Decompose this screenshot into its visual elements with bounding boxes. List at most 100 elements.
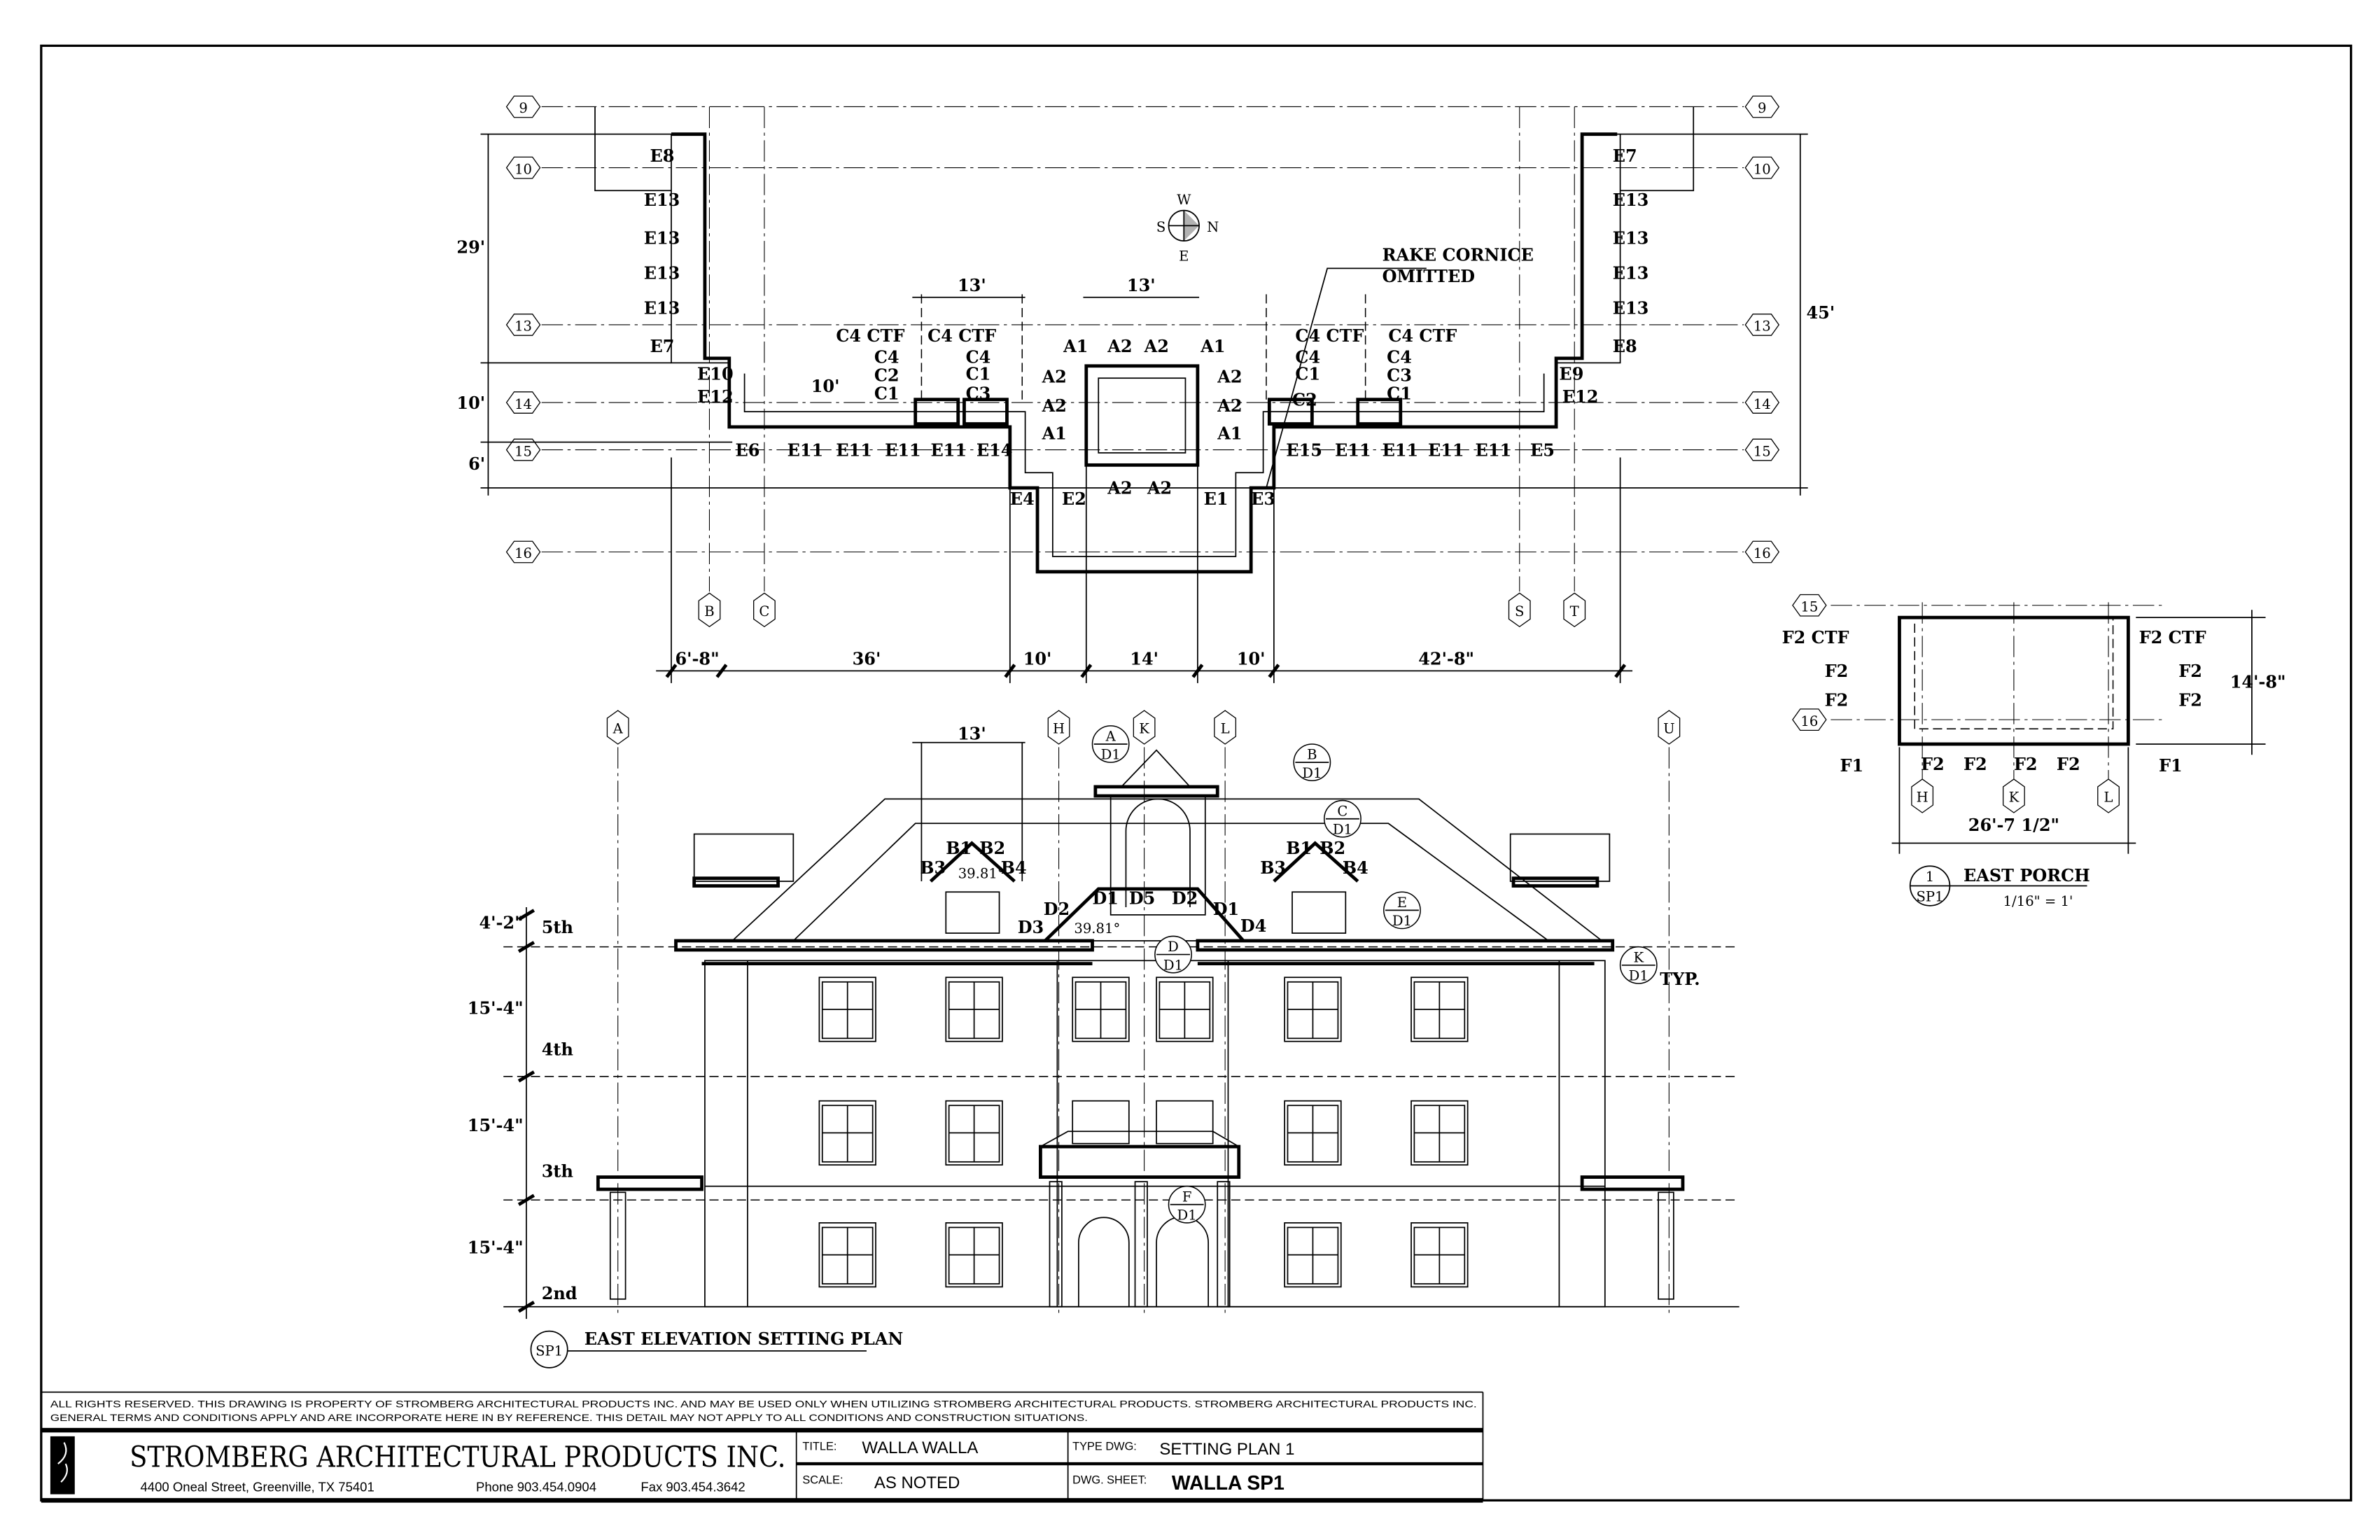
floor-label: 4th <box>542 1040 573 1059</box>
grid-bubble-icon <box>1744 391 1780 414</box>
detail-callout-tag[interactable]: B D1 <box>1293 743 1331 782</box>
main-cornice-left <box>674 939 1094 952</box>
piece-label-e: E11 <box>1476 440 1512 460</box>
dimension-left: 29' <box>456 238 485 258</box>
grid-bubble-icon <box>505 314 541 336</box>
window <box>945 976 1003 1042</box>
grid-row-bubble-left: 14 <box>505 391 541 414</box>
dimension-bottom: 36' <box>853 650 881 669</box>
scale-label: SCALE: <box>802 1474 843 1486</box>
grid-bubble-icon <box>698 592 721 628</box>
piece-label-c: C4 CTF <box>1295 326 1364 346</box>
dormer-gable-right <box>1273 841 1359 883</box>
grid-row-bubble-right-label: 10 <box>1754 161 1771 177</box>
grid-row-bubble-left: 10 <box>505 156 541 179</box>
porch-grid-bubble: 16 <box>1792 708 1827 732</box>
grid-col-bubble: B <box>698 592 721 628</box>
grid-row-bubble-right-label: 15 <box>1754 443 1771 459</box>
north-arrow <box>1168 209 1200 242</box>
dimension-top: 13' <box>958 724 986 743</box>
piece-label-d: D1 <box>1213 899 1239 919</box>
detail-callout-tag[interactable]: CD1 <box>1324 799 1362 838</box>
detail-callout-tag[interactable]: DD1 <box>1154 935 1192 974</box>
piece-label-e: E2 <box>1062 489 1086 509</box>
grid-bubble-icon <box>1133 710 1156 745</box>
roof <box>730 798 1604 941</box>
detail-tag-sheet: D1 <box>1392 913 1412 929</box>
piece-label-f: F2 <box>2057 755 2080 774</box>
grid-bubble-icon <box>1744 95 1780 118</box>
sheet-value: WALLA SP1 <box>1172 1472 1284 1494</box>
grid-bubble-icon <box>505 438 541 461</box>
detail-callout-tag[interactable]: AD1 <box>1091 725 1130 763</box>
piece-label-f: F2 <box>1921 755 1945 774</box>
grid-row-bubble-right-label: 14 <box>1754 396 1771 412</box>
piece-label-c: C1 <box>874 384 899 404</box>
detail-tag-letter: B <box>1307 747 1317 763</box>
detail-callout-tag[interactable]: KD1 <box>1619 946 1658 984</box>
grid-row-bubble-right: 16 <box>1744 540 1780 564</box>
piece-label-b: B4 <box>1343 858 1368 878</box>
piece-label-e: E11 <box>836 440 872 460</box>
floor-dimension: 15'-4" <box>468 999 524 1018</box>
piece-label-c: C4 CTF <box>1388 326 1457 346</box>
window <box>818 1100 876 1166</box>
piece-label-e: E11 <box>1428 440 1464 460</box>
compass-w: W <box>1177 192 1191 208</box>
grid-row-bubble-right: 10 <box>1744 156 1780 179</box>
detail-callout-tag[interactable]: FD1 <box>1168 1185 1206 1224</box>
porch-grid-bubble-label: H <box>1917 790 1928 806</box>
piece-label-f: F2 CTF <box>2139 628 2206 648</box>
grid-bubble-icon <box>505 540 541 564</box>
company-name: STROMBERG ARCHITECTURAL PRODUCTS INC. <box>130 1440 785 1474</box>
piece-label-c: C4 CTF <box>836 326 904 346</box>
piece-label-e: E5 <box>1530 440 1555 460</box>
porch-grid-bubble-label: 16 <box>1800 713 1818 729</box>
elevation-grid-bubble-label: K <box>1139 721 1149 737</box>
entry-porch-roof <box>1039 1144 1241 1179</box>
piece-label-e: E13 <box>1613 264 1649 284</box>
central-bay <box>1084 364 1200 467</box>
typical-note: TYP. <box>1660 969 1700 989</box>
dimension-top: 13' <box>958 276 986 295</box>
elevation-grid-bubble: U <box>1658 710 1681 745</box>
piece-label-a: A1 <box>1042 424 1067 443</box>
window <box>945 1100 1003 1166</box>
floor-label: 2nd <box>542 1284 578 1303</box>
piece-label-f: F2 <box>1825 691 1849 710</box>
piece-label-f: F2 <box>2178 691 2202 710</box>
piece-label-e: E11 <box>885 440 921 460</box>
detail-tag-sheet: D1 <box>1302 765 1322 781</box>
piece-label-a: A1 <box>1063 337 1088 356</box>
piece-label-c: C3 <box>966 384 991 404</box>
detail-callout-tag[interactable]: ED1 <box>1383 891 1421 930</box>
elevation-grid-bubble-label: L <box>1221 721 1230 737</box>
piece-label-e: E13 <box>644 299 680 318</box>
piece-label-e: E13 <box>1613 190 1649 210</box>
compass-e: E <box>1179 248 1189 264</box>
grid-row-bubble-left: 16 <box>505 540 541 564</box>
piece-label-a: A2 <box>1107 479 1132 498</box>
window <box>1156 1100 1214 1144</box>
grid-row-bubble-left-label: 9 <box>519 100 527 116</box>
detail-tag-letter: K <box>1633 949 1644 965</box>
piece-label-a: A2 <box>1042 368 1067 387</box>
window <box>818 1222 876 1288</box>
elevation-grid-bubble: A <box>606 710 629 745</box>
angle-label: 39.81° <box>1074 920 1120 937</box>
piece-label-e: E13 <box>644 264 680 284</box>
copyright-note-2: GENERAL TERMS AND CONDITIONS APPLY AND A… <box>50 1413 1088 1423</box>
piece-label-e: E12 <box>1562 387 1599 407</box>
piece-label-b: B3 <box>1260 858 1286 878</box>
piece-label-e: E15 <box>1286 440 1322 460</box>
grid-row-bubble-right: 9 <box>1744 95 1780 118</box>
porch-caption: EAST PORCH <box>1963 866 2090 886</box>
grid-bubble-icon <box>1658 710 1681 745</box>
piece-label-d: D2 <box>1044 899 1070 919</box>
company-phone: Phone 903.454.0904 <box>476 1479 596 1494</box>
company-fax: Fax 903.454.3642 <box>640 1479 745 1494</box>
piece-label-a: A1 <box>1200 337 1225 356</box>
grid-bubble-icon <box>1563 592 1586 628</box>
title-value: WALLA WALLA <box>862 1438 978 1457</box>
